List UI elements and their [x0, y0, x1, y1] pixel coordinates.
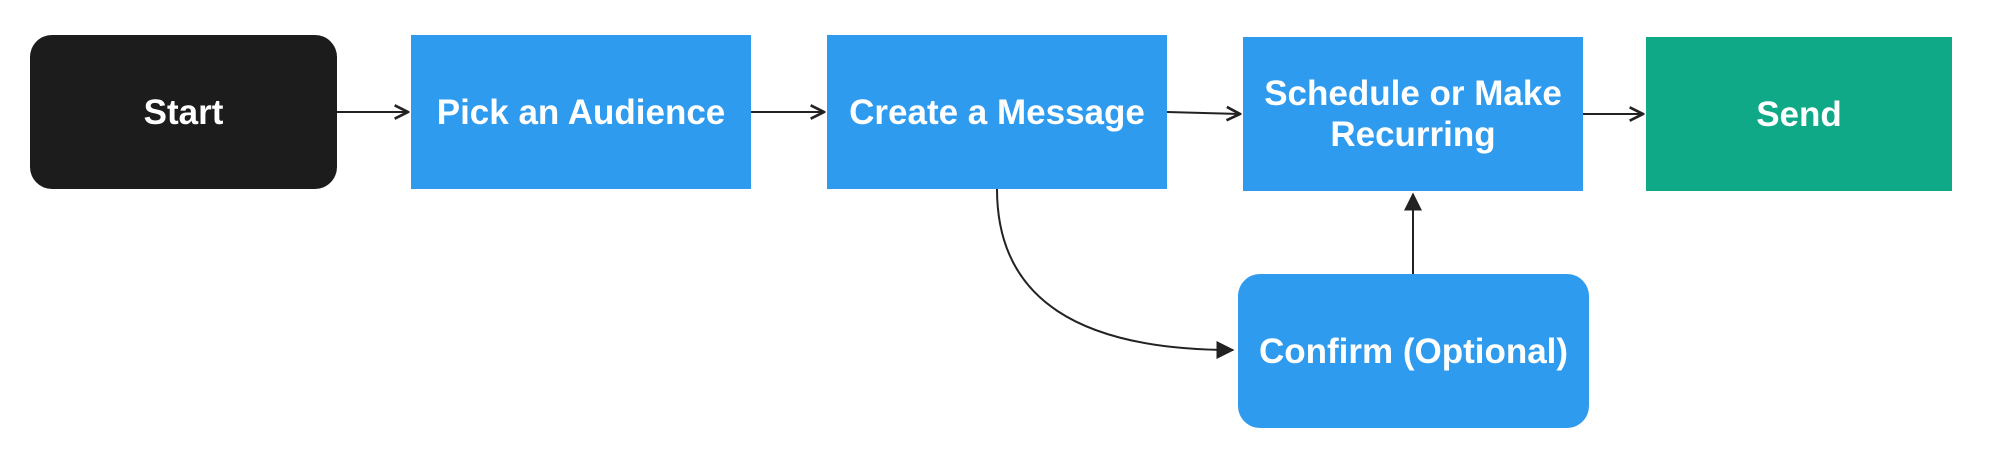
node-pick-audience: Pick an Audience — [411, 35, 751, 189]
node-create-message-label: Create a Message — [849, 92, 1145, 132]
node-send: Send — [1646, 37, 1952, 191]
node-start: Start — [30, 35, 337, 189]
node-confirm-label: Confirm (Optional) — [1258, 331, 1569, 371]
node-schedule: Schedule or Make Recurring — [1243, 37, 1583, 191]
node-pick-audience-label: Pick an Audience — [436, 92, 726, 132]
node-send-label: Send — [1756, 94, 1842, 134]
edge-create-message-to-schedule — [1166, 112, 1240, 114]
node-start-label: Start — [143, 92, 224, 132]
node-schedule-label: Schedule or Make Recurring — [1264, 74, 1562, 154]
node-create-message: Create a Message — [827, 35, 1167, 189]
edge-create-message-to-confirm — [996, 188, 1235, 359]
node-confirm: Confirm (Optional) — [1238, 274, 1589, 428]
